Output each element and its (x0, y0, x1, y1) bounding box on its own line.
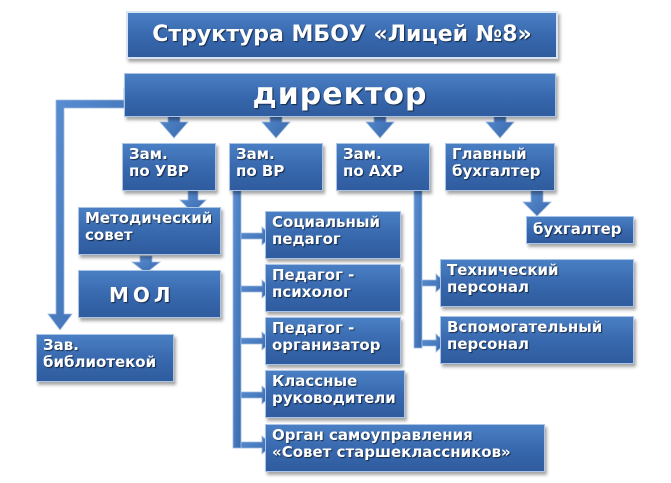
node-chief-accountant: Главный бухгалтер (445, 143, 555, 191)
arrow-director-to-librarian (47, 88, 125, 331)
arrow-uvr-to-method (179, 189, 207, 214)
node-social-pedagogue: Социальный педагог (265, 211, 401, 259)
node-librarian: Зав. библиотекой (36, 334, 174, 382)
diagram-title: Структура МБОУ «Лицей №8» (126, 11, 558, 59)
node-psychologist: Педагог - психолог (265, 264, 401, 312)
arrow-chief-to-accountant (522, 189, 552, 217)
arrow-method-to-mol (130, 255, 162, 274)
node-deputy-uvr: Зам. по УВР (122, 143, 216, 191)
node-deputy-vr: Зам. по ВР (229, 143, 323, 191)
node-director: директор (124, 73, 556, 117)
spine-vr (232, 189, 242, 449)
node-methodical-council: Методический совет (78, 207, 221, 255)
node-class-teachers: Классные руководители (265, 370, 405, 418)
node-support-staff: Вспомогательный персонал (440, 316, 634, 364)
node-technical-staff: Технический персонал (440, 259, 634, 307)
node-student-council: Орган самоуправления «Совет старшеклассн… (265, 424, 545, 472)
node-accountant: бухгалтер (526, 216, 634, 244)
spine-ahr (413, 189, 423, 349)
node-mol: МОЛ (78, 270, 221, 318)
node-deputy-ahr: Зам. по АХР (336, 143, 430, 191)
node-organizer: Педагог - организатор (265, 317, 401, 365)
